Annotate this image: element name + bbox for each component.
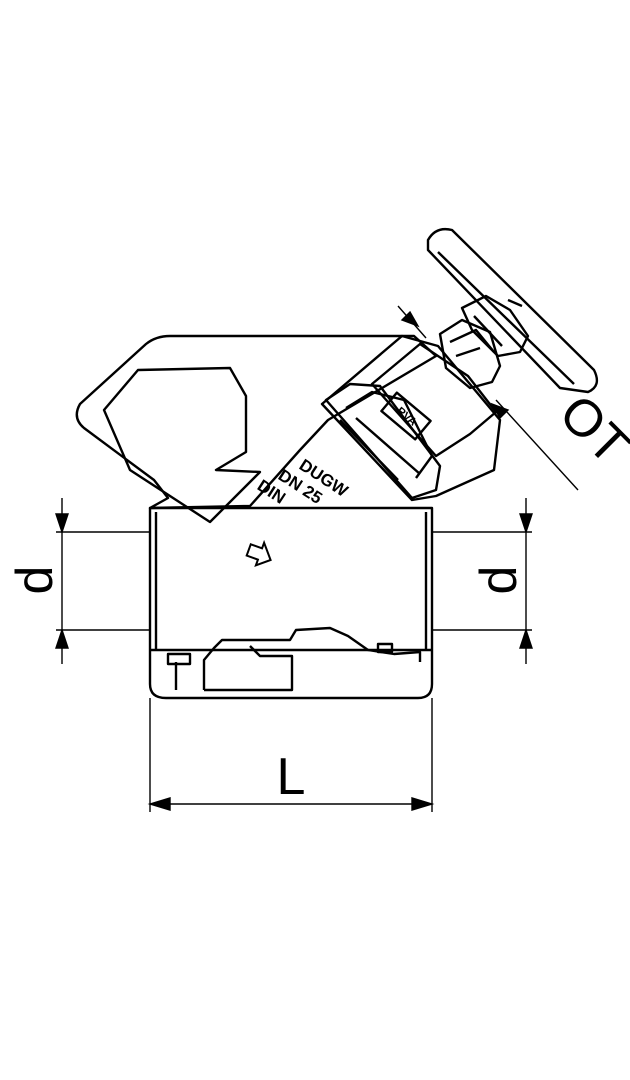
pipe-body <box>148 506 434 700</box>
handwheel[interactable] <box>426 227 599 394</box>
hex-nut-small <box>438 318 502 390</box>
hex-nut-large <box>324 382 442 500</box>
dimension-inlet-diameter <box>55 498 150 664</box>
valve-body <box>75 334 438 700</box>
body-cavity <box>102 366 262 524</box>
handwheel-rim[interactable] <box>426 227 599 394</box>
dimension-label-ot: OT <box>548 384 630 476</box>
flow-arrow-icon <box>245 539 272 567</box>
body-marking: DUGW DN 25 DIN <box>254 455 352 507</box>
dimension-outlet-diameter <box>432 498 533 664</box>
dimension-length <box>147 698 435 812</box>
handwheel-hub[interactable] <box>460 294 530 358</box>
bonnet-label-plate <box>380 391 432 441</box>
lower-chamber <box>202 626 422 690</box>
bonnet-assembly <box>320 318 502 502</box>
dimension-label-outlet-d: d <box>470 566 528 595</box>
body-outline <box>75 334 438 510</box>
dimension-label-inlet-d: d <box>6 566 64 595</box>
dimension-label-length: L <box>277 748 306 806</box>
dimension-opening-travel <box>397 305 579 491</box>
bonnet-body <box>320 334 502 502</box>
